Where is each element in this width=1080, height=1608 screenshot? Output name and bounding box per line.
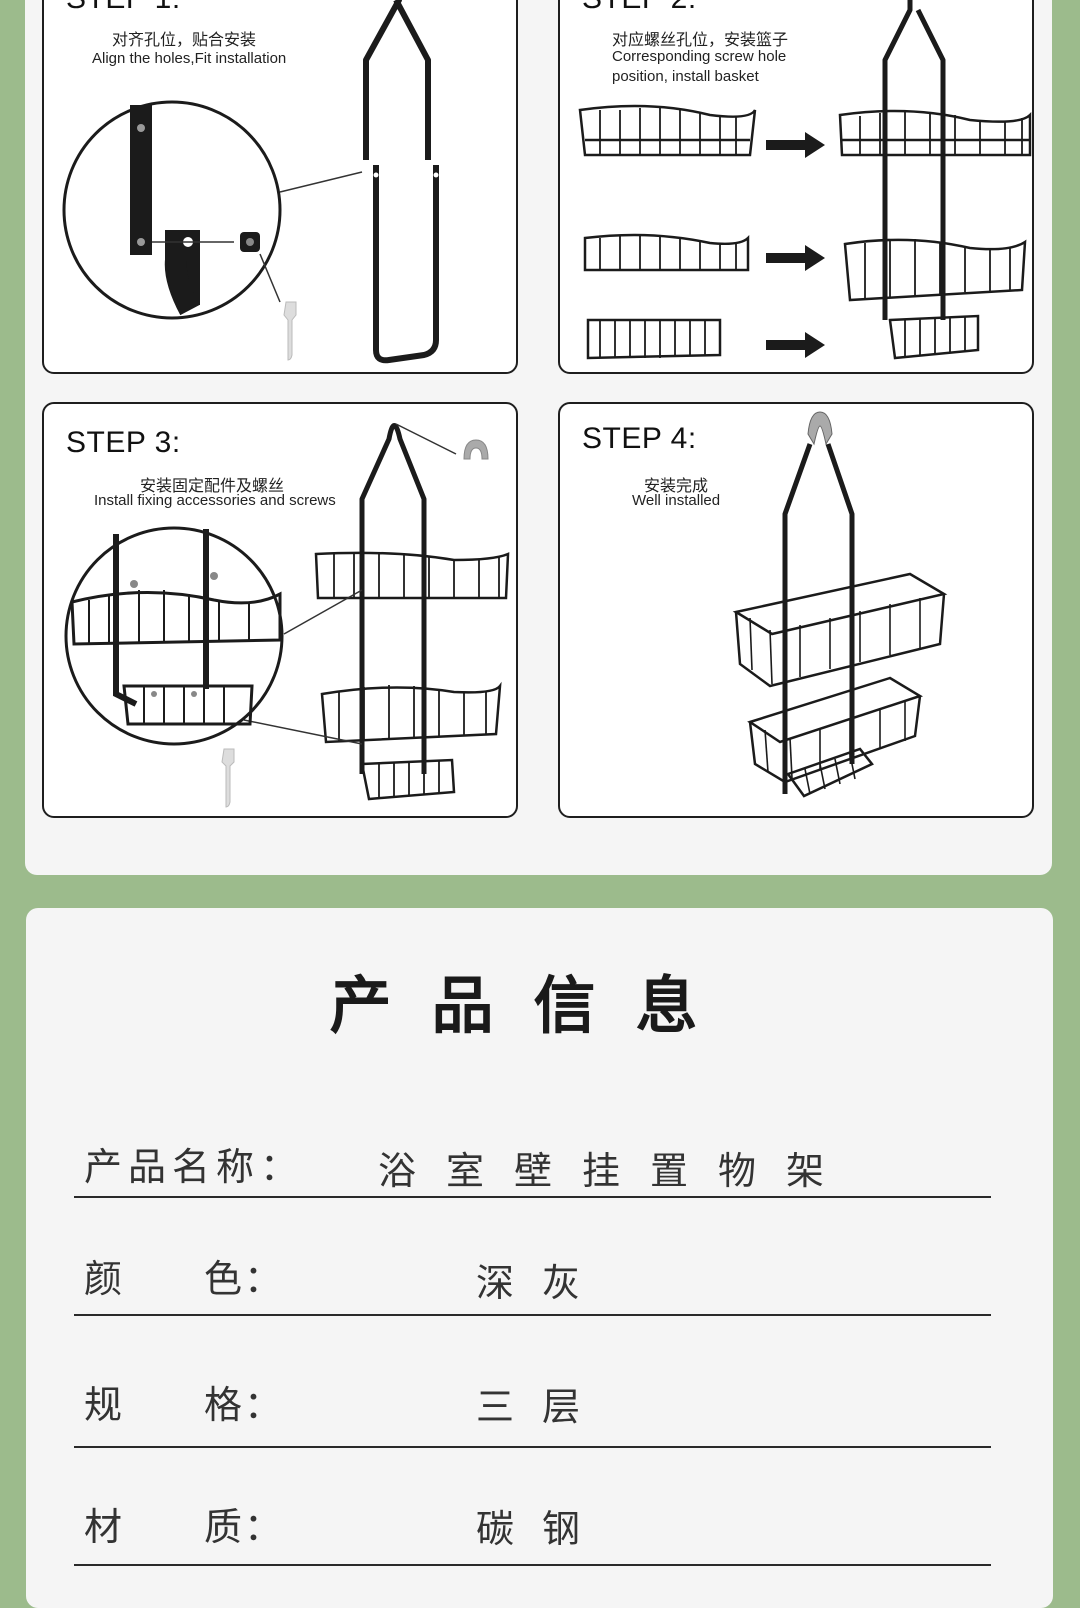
step-3-cn: 安装固定配件及螺丝 xyxy=(140,476,285,495)
step-1-cn: 对齐孔位，贴合安装 xyxy=(112,30,257,49)
step-3-illustration xyxy=(64,423,510,808)
info-row-color: 颜 色： 深灰 xyxy=(74,1240,991,1316)
step-2-illustration xyxy=(578,0,1032,360)
step-3-title: STEP 3: xyxy=(66,426,181,459)
step-4-title: STEP 4: xyxy=(582,422,697,455)
step-1-title: STEP 1: xyxy=(66,0,181,16)
info-value-color: 深灰 xyxy=(476,1261,609,1305)
step-2-panel: STEP 2: 对应螺丝孔位，安装篮子 Corresponding screw … xyxy=(558,0,1034,374)
product-info-title: 产品信息 xyxy=(329,969,738,1042)
info-value-name: 浴室壁挂置物架 xyxy=(378,1149,855,1193)
info-label-color: 颜 色： xyxy=(84,1257,285,1301)
step-3-en: Install fixing accessories and screws xyxy=(94,492,336,509)
step-2-title: STEP 2: xyxy=(582,0,697,16)
step-1-en: Align the holes,Fit installation xyxy=(92,50,287,67)
info-value-spec: 三层 xyxy=(476,1385,609,1429)
step-4-en: Well installed xyxy=(632,492,721,509)
step-3-panel: STEP 3: 安装固定配件及螺丝 Install fixing accesso… xyxy=(42,402,518,818)
step-4-panel: STEP 4: 安装完成 Well installed xyxy=(558,402,1034,818)
step-2-en-line1: Corresponding screw hole xyxy=(612,48,787,65)
step-2-en-line2: position, install basket xyxy=(612,68,759,85)
info-label-name: 产品名称： xyxy=(84,1145,305,1189)
info-value-material: 碳钢 xyxy=(476,1507,609,1551)
info-label-spec: 规 格： xyxy=(84,1383,285,1427)
step-4-illustration xyxy=(732,411,948,798)
product-info-card xyxy=(26,908,1053,1608)
info-row-name: 产品名称： 浴室壁挂置物架 xyxy=(74,1130,991,1198)
step-1-illustration xyxy=(62,0,439,364)
info-row-spec: 规 格： 三层 xyxy=(74,1366,991,1448)
step-2-cn: 对应螺丝孔位，安装篮子 xyxy=(612,30,789,49)
info-label-material: 材 质： xyxy=(84,1505,285,1549)
info-row-material: 材 质： 碳钢 xyxy=(74,1490,991,1566)
step-4-cn: 安装完成 xyxy=(644,476,709,495)
step-1-panel: STEP 1: 对齐孔位，贴合安装 Align the holes,Fit in… xyxy=(42,0,518,374)
